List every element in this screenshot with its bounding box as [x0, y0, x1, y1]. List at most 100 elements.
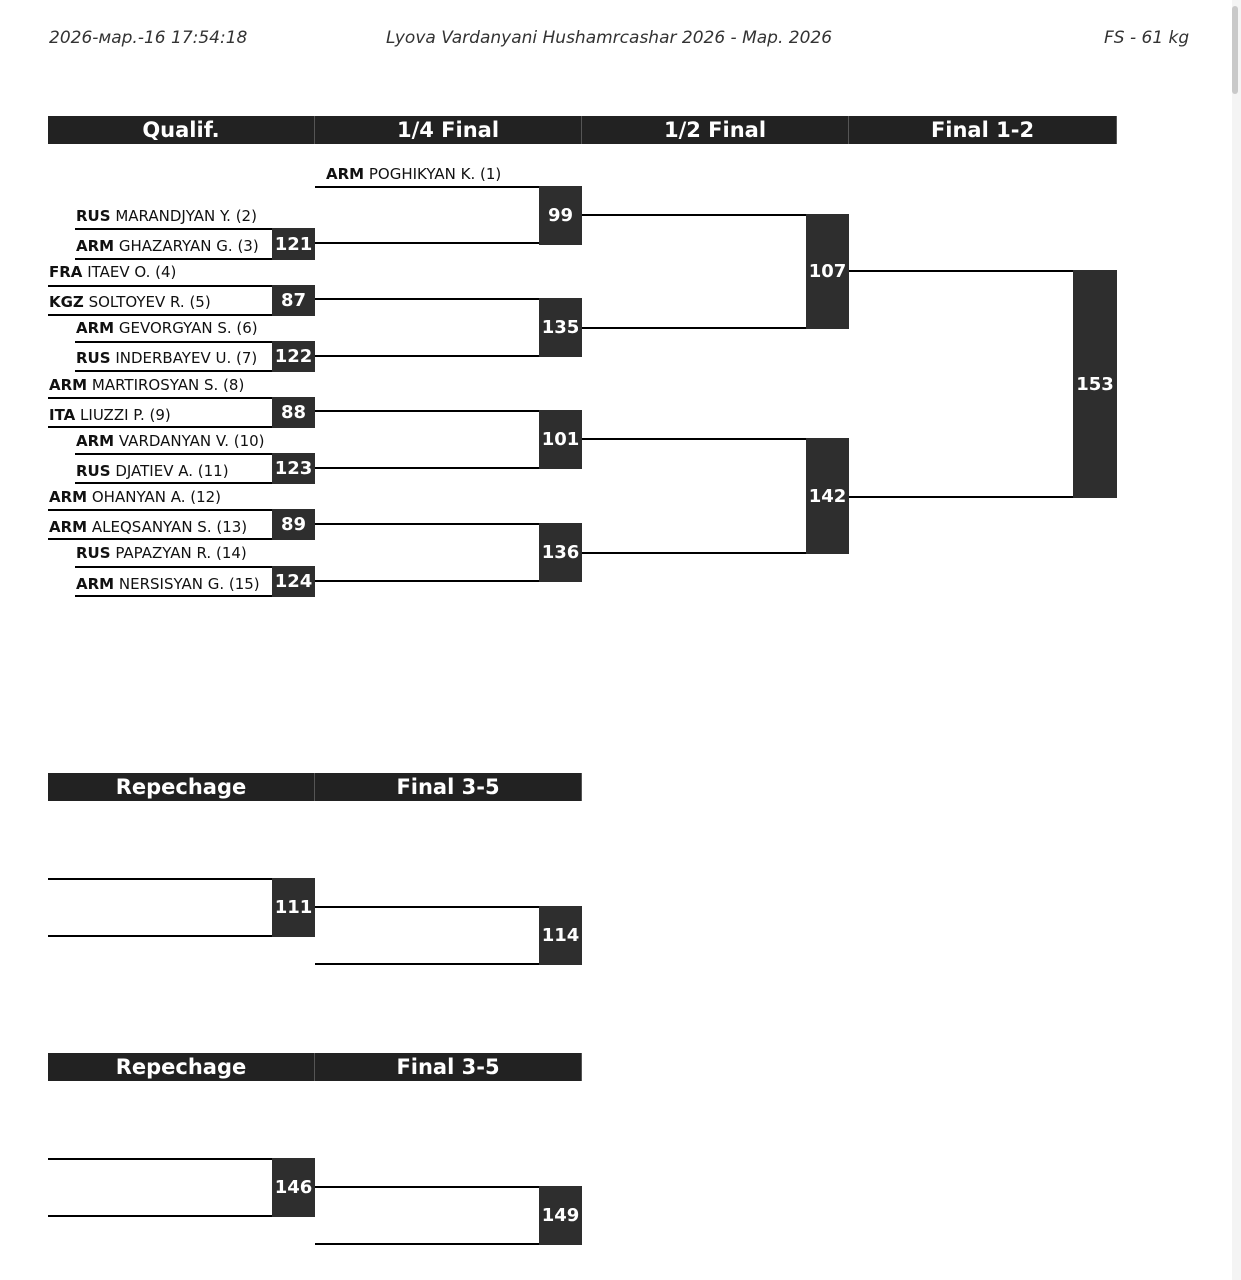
country-code: ARM [49, 376, 88, 394]
wrestler-name: DJATIEV A. (11) [115, 462, 229, 480]
bracket-line [48, 397, 273, 399]
bracket-line [75, 370, 273, 372]
bracket-line [75, 482, 273, 484]
bracket-line [315, 186, 540, 188]
bout-box[interactable]: 101 [539, 410, 582, 469]
wrestler-8[interactable]: ARM MARTIROSYAN S. (8) [49, 376, 244, 394]
wrestler-15[interactable]: ARM NERSISYAN G. (15) [76, 575, 260, 593]
header-quarter-final: 1/4 Final [315, 116, 582, 144]
weight-category: FS - 61 kg [1104, 28, 1190, 48]
wrestler-1[interactable]: ARM POGHIKYAN K. (1) [326, 165, 501, 183]
bout-box[interactable]: 121 [272, 228, 315, 260]
bracket-line [315, 1186, 540, 1188]
wrestler-6[interactable]: ARM GEVORGYAN S. (6) [76, 319, 258, 337]
wrestler-2[interactable]: RUS MARANDJYAN Y. (2) [76, 207, 257, 225]
wrestler-name: MARTIROSYAN S. (8) [91, 376, 245, 394]
bout-box[interactable]: 114 [539, 906, 582, 965]
bracket-line [48, 878, 273, 880]
bracket-line [315, 410, 540, 412]
country-code: FRA [49, 263, 83, 281]
bout-box[interactable]: 89 [272, 509, 315, 540]
wrestler-4[interactable]: FRA ITAEV O. (4) [49, 263, 176, 281]
country-code: ARM [49, 518, 88, 536]
wrestler-3[interactable]: ARM GHAZARYAN G. (3) [76, 237, 259, 255]
header-final-3-5: Final 3-5 [315, 773, 582, 801]
bracket-line [75, 341, 273, 343]
bracket-line [582, 327, 807, 329]
wrestler-name: INDERBAYEV U. (7) [115, 349, 258, 367]
header-repechage: Repechage [48, 1053, 315, 1081]
bout-box[interactable]: 122 [272, 341, 315, 372]
bracket-line [48, 935, 273, 937]
wrestler-name: PAPAZYAN R. (14) [115, 544, 247, 562]
wrestler-name: GHAZARYAN G. (3) [118, 237, 259, 255]
country-code: ARM [76, 432, 115, 450]
header-semi-final: 1/2 Final [582, 116, 849, 144]
wrestler-14[interactable]: RUS PAPAZYAN R. (14) [76, 544, 247, 562]
bracket-line [315, 963, 540, 965]
bracket-line [48, 1215, 273, 1217]
bracket-line [315, 355, 540, 357]
event-title: Lyova Vardanyani Hushamrcashar 2026 - Ма… [386, 28, 833, 48]
bracket-line [315, 242, 540, 244]
bracket-line [48, 426, 273, 428]
bout-box[interactable]: 153 [1073, 270, 1117, 498]
wrestler-name: SOLTOYEV R. (5) [88, 293, 211, 311]
wrestler-12[interactable]: ARM OHANYAN A. (12) [49, 488, 221, 506]
bout-box[interactable]: 136 [539, 523, 582, 582]
bracket-line [849, 270, 1074, 272]
bracket-line [75, 228, 273, 230]
wrestler-5[interactable]: KGZ SOLTOYEV R. (5) [49, 293, 211, 311]
wrestler-name: GEVORGYAN S. (6) [118, 319, 258, 337]
country-code: ARM [76, 319, 115, 337]
country-code: ARM [326, 165, 365, 183]
bracket-line [48, 538, 273, 540]
bracket-line [315, 523, 540, 525]
bracket-line [315, 298, 540, 300]
bout-box[interactable]: 124 [272, 566, 315, 597]
bout-box[interactable]: 88 [272, 397, 315, 428]
country-code: RUS [76, 349, 111, 367]
wrestler-10[interactable]: ARM VARDANYAN V. (10) [76, 432, 265, 450]
country-code: ARM [76, 237, 115, 255]
bout-box[interactable]: 135 [539, 298, 582, 357]
scrollbar-thumb[interactable] [1232, 6, 1238, 94]
wrestler-7[interactable]: RUS INDERBAYEV U. (7) [76, 349, 257, 367]
country-code: RUS [76, 207, 111, 225]
wrestler-13[interactable]: ARM ALEQSANYAN S. (13) [49, 518, 247, 536]
wrestler-11[interactable]: RUS DJATIEV A. (11) [76, 462, 229, 480]
vertical-scrollbar[interactable] [1232, 0, 1241, 1280]
wrestler-9[interactable]: ITA LIUZZI P. (9) [49, 406, 171, 424]
country-code: RUS [76, 544, 111, 562]
wrestler-name: ITAEV O. (4) [87, 263, 177, 281]
bracket-line [849, 496, 1074, 498]
bout-box[interactable]: 149 [539, 1186, 582, 1245]
country-code: ITA [49, 406, 76, 424]
wrestler-name: MARANDJYAN Y. (2) [115, 207, 257, 225]
bracket-line [48, 285, 273, 287]
bracket-line [75, 595, 273, 597]
header-final: Final 1-2 [849, 116, 1117, 144]
bracket-line [75, 566, 273, 568]
bracket-line [582, 214, 807, 216]
bout-box[interactable]: 107 [806, 214, 849, 329]
country-code: ARM [49, 488, 88, 506]
bracket-line [315, 467, 540, 469]
bout-box[interactable]: 99 [539, 186, 582, 245]
country-code: ARM [76, 575, 115, 593]
bout-box[interactable]: 87 [272, 285, 315, 316]
wrestler-name: ALEQSANYAN S. (13) [91, 518, 248, 536]
wrestler-name: VARDANYAN V. (10) [118, 432, 265, 450]
country-code: RUS [76, 462, 111, 480]
bracket-line [315, 906, 540, 908]
bout-box[interactable]: 146 [272, 1158, 315, 1217]
bout-box[interactable]: 123 [272, 453, 315, 484]
country-code: KGZ [49, 293, 84, 311]
header-repechage: Repechage [48, 773, 315, 801]
wrestler-name: NERSISYAN G. (15) [118, 575, 260, 593]
bout-box[interactable]: 111 [272, 878, 315, 937]
header-final-3-5: Final 3-5 [315, 1053, 582, 1081]
wrestler-name: OHANYAN A. (12) [91, 488, 222, 506]
wrestler-name: POGHIKYAN K. (1) [368, 165, 502, 183]
bout-box[interactable]: 142 [806, 438, 849, 554]
